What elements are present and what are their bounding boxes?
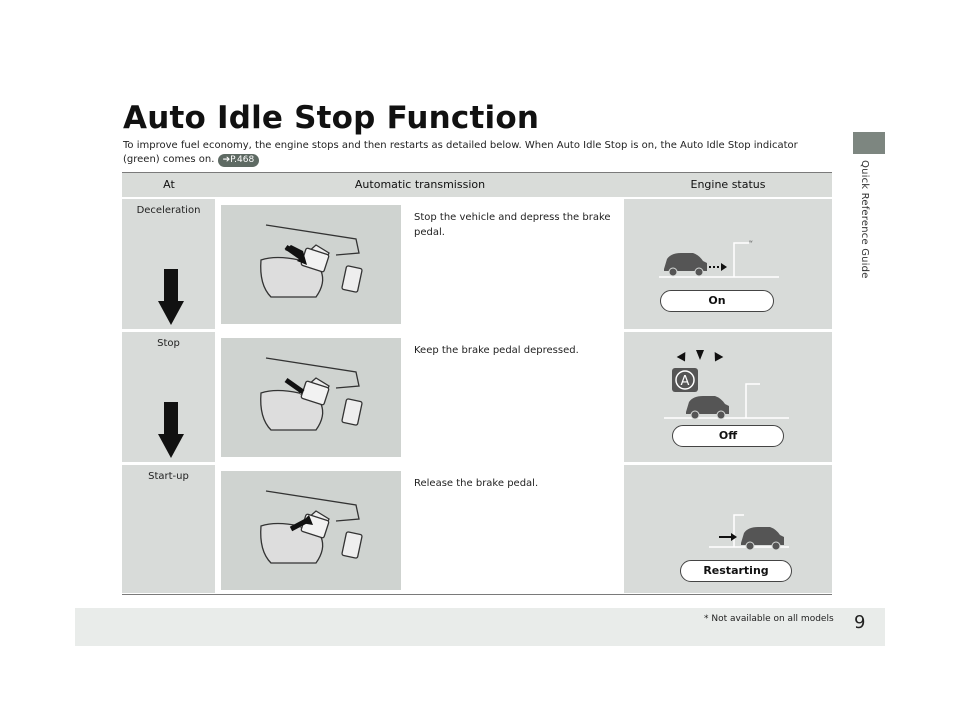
brake-pedal-illustration-depress <box>221 205 401 324</box>
svg-text:A: A <box>681 374 690 389</box>
at-label-deceleration: Deceleration <box>136 205 201 216</box>
brake-pedal-illustration-hold <box>221 338 401 457</box>
instruction-stop: Keep the brake pedal depressed. <box>414 345 579 356</box>
page-number: 9 <box>854 612 866 633</box>
side-tab <box>853 132 885 154</box>
down-arrow-icon <box>158 402 184 458</box>
at-label-startup: Start-up <box>148 471 189 482</box>
row-deceleration-at-cell: Deceleration <box>122 199 215 329</box>
row-stop-engine-cell: A Off <box>624 332 832 462</box>
page-reference-link[interactable]: ➔P.468 <box>217 154 260 167</box>
footnote: * Not available on all models <box>704 614 834 624</box>
engine-status-on-badge: On <box>660 290 774 312</box>
auto-idle-stop-table: At Automatic transmission Engine status … <box>122 172 832 595</box>
intro-text: To improve fuel economy, the engine stop… <box>123 140 798 165</box>
at-label-stop: Stop <box>157 338 180 349</box>
instruction-deceleration: Stop the vehicle and depress the brake p… <box>414 212 611 238</box>
page-title: Auto Idle Stop Function <box>123 100 540 136</box>
row-startup-engine-cell: Restarting <box>624 465 832 593</box>
header-transmission: Automatic transmission <box>354 178 486 191</box>
row-deceleration-engine-cell: ʷ On <box>624 199 832 329</box>
svg-text:ʷ: ʷ <box>749 239 753 247</box>
row-startup-at-cell: Start-up <box>122 465 215 593</box>
row-stop-at-cell: Stop <box>122 332 215 462</box>
brake-pedal-illustration-release <box>221 471 401 590</box>
side-label: Quick Reference Guide <box>859 160 870 279</box>
engine-status-off-badge: Off <box>672 425 784 447</box>
car-moving-icon: ʷ <box>659 239 779 279</box>
header-engine-status: Engine status <box>690 178 766 191</box>
instruction-startup: Release the brake pedal. <box>414 478 539 489</box>
auto-idle-stop-indicator-icon: A <box>664 348 794 422</box>
down-arrow-icon <box>158 269 184 325</box>
car-restarting-icon <box>709 505 809 555</box>
table-header: At Automatic transmission Engine status <box>122 172 832 197</box>
header-at: At <box>163 178 175 191</box>
footer-band <box>75 608 885 646</box>
intro-paragraph: To improve fuel economy, the engine stop… <box>123 139 823 167</box>
engine-status-restarting-badge: Restarting <box>680 560 792 582</box>
